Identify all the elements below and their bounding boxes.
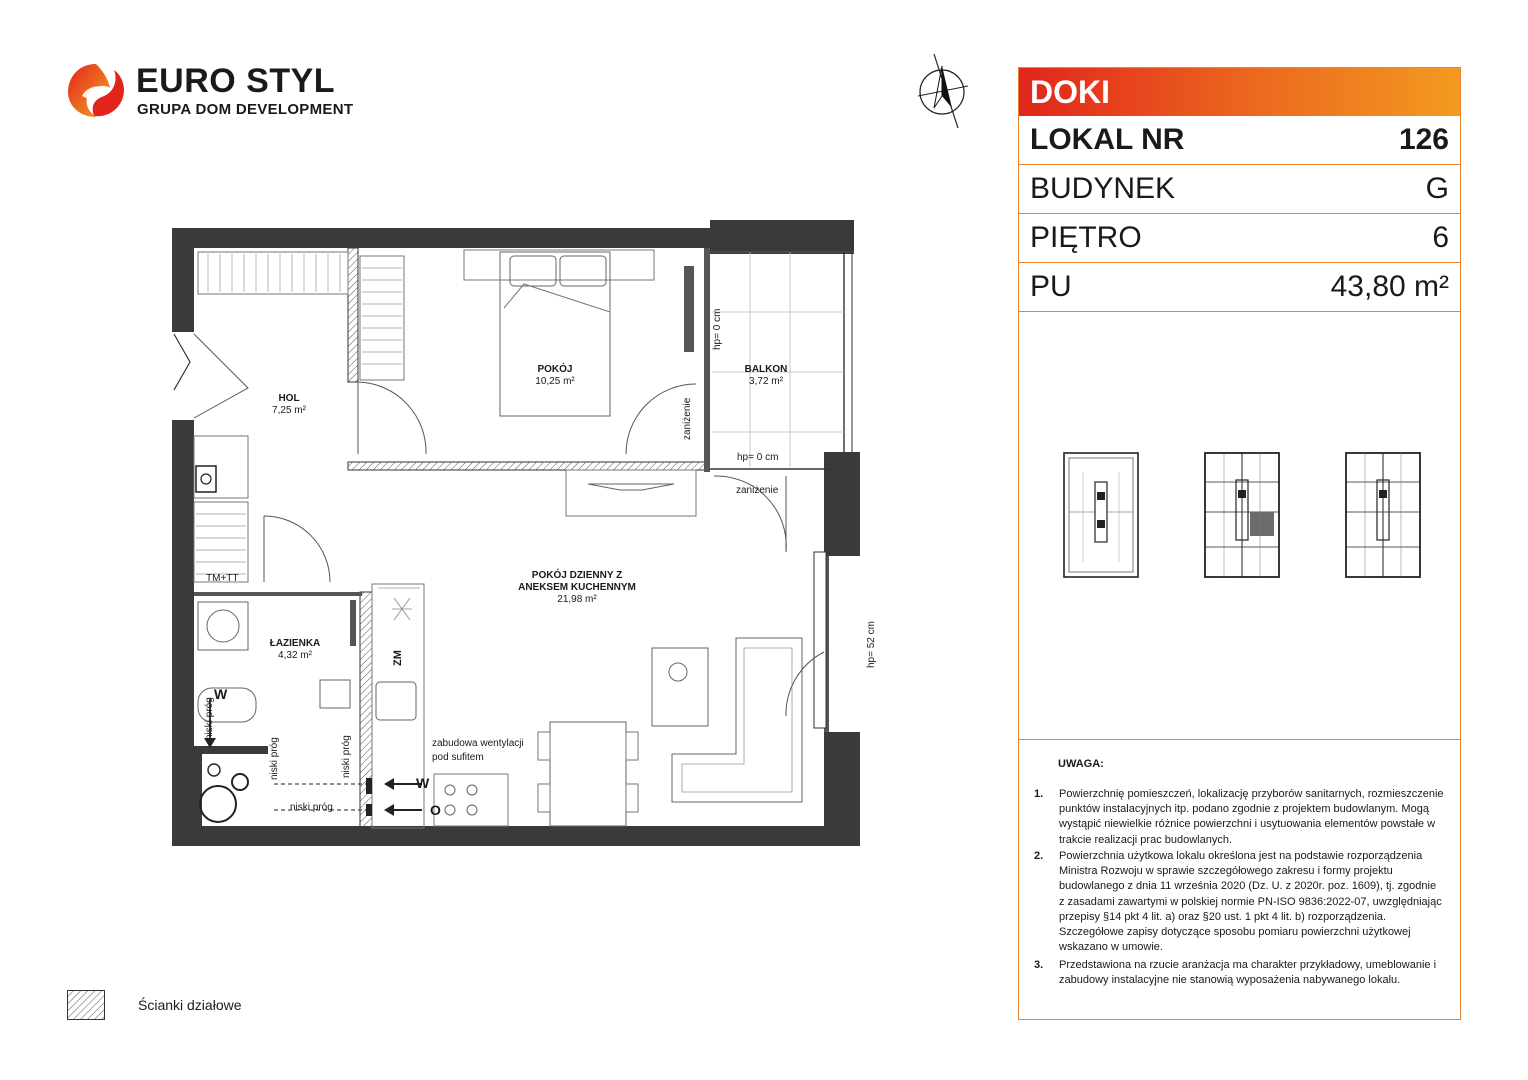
unit-number-label: LOKAL NR [1030,123,1185,156]
note-1-number: 1. [1034,788,1044,800]
area-value: 43,80 m² [1330,270,1449,303]
project-header: DOKI [1019,68,1460,116]
lowering-label-horizontal: zaniżenie [736,485,779,496]
north-arrow-icon [917,53,969,129]
water-mark-label-2: W [416,775,430,791]
brand-name: EURO STYL [136,62,336,100]
room-bedroom-area: 10,25 m² [535,376,575,387]
room-living-name-2: ANEKSEM KUCHENNYM [518,582,636,593]
unit-info-panel: DOKI LOKAL NR 126 BUDYNEK G PIĘTRO 6 PU … [1018,67,1461,1020]
note-2-text: Powierzchnia użytkowa lokalu określona j… [1059,850,1442,954]
building-row: BUDYNEK G [1019,165,1460,214]
hp-window-label: hp= 52 cm [866,621,877,668]
ventilation-label-1: zabudowa wentylacji [432,738,524,749]
low-threshold-label-1: niski próg [204,697,215,740]
building-floorplan-thumb-3 [1345,452,1421,578]
hp-balcony-side-label: hp= 0 cm [712,308,723,350]
note-3-number: 3. [1034,959,1044,971]
zm-mark-label: ZM [392,650,404,666]
floor-plan: HOL 7,25 m² POKÓJ 10,25 m² BALKON 3,72 m… [164,212,884,862]
note-2-number: 2. [1034,850,1044,862]
room-hall-name: HOL [278,393,300,404]
note-1: 1. Powierzchnię pomieszczeń, lokalizację… [1034,787,1444,848]
room-balcony-name: BALKON [744,364,788,375]
room-bedroom: POKÓJ 10,25 m² [535,364,574,388]
floor-value: 6 [1432,221,1449,254]
building-value: G [1425,172,1449,205]
brand-tagline: GRUPA DOM DEVELOPMENT [137,101,354,118]
building-floorplan-thumb-2 [1204,452,1280,578]
note-3: 3. Przedstawiona na rzucie aranżacja ma … [1034,958,1444,988]
room-living-area: 21,98 m² [557,594,597,605]
area-label: PU [1030,270,1072,303]
room-hall: HOL 7,25 m² [272,393,306,417]
note-1-text: Powierzchnię pomieszczeń, lokalizację pr… [1059,788,1444,846]
room-balcony: BALKON 3,72 m² [745,364,788,388]
o-mark-label: O [430,802,441,818]
notes-title: UWAGA: [1058,758,1104,770]
low-threshold-label-3: niski próg [341,735,352,778]
room-bedroom-name: POKÓJ [537,364,573,375]
tm-tt-label: TM+TT [206,573,239,584]
low-threshold-label-4: niski próg [290,802,333,813]
hp-balcony-bottom-label: hp= 0 cm [737,452,779,463]
partition-walls-legend-icon [67,990,105,1020]
floor-plan-drawing [172,220,860,846]
project-name: DOKI [1030,74,1110,110]
unit-number-value: 126 [1398,123,1449,156]
room-bathroom-area: 4,32 m² [278,650,312,661]
note-3-text: Przedstawiona na rzucie aranżacja ma cha… [1059,959,1437,987]
ventilation-label-2: pod sufitem [432,752,484,763]
lowering-label-vertical: zaniżenie [682,397,693,440]
notes-separator [1019,739,1460,740]
legend-label: Ścianki działowe [138,997,242,1013]
eurostyl-flame-logo-icon [68,64,124,117]
unit-number-row: LOKAL NR 126 [1019,116,1460,165]
building-label: BUDYNEK [1030,172,1176,205]
room-bathroom-name: ŁAZIENKA [269,638,321,649]
floor-row: PIĘTRO 6 [1019,214,1460,263]
room-bathroom: ŁAZIENKA 4,32 m² [270,638,321,662]
area-row: PU 43,80 m² [1019,263,1460,312]
building-floorplan-thumb-1 [1063,452,1139,578]
low-threshold-label-2: niski próg [269,737,280,780]
room-living-name: POKÓJ DZIENNY Z [531,570,623,581]
room-hall-area: 7,25 m² [272,405,306,416]
water-mark-label-1: W [214,686,228,702]
floor-label: PIĘTRO [1030,221,1142,254]
room-living-kitchen: POKÓJ DZIENNY Z ANEKSEM KUCHENNYM 21,98 … [518,570,636,606]
note-2: 2. Powierzchnia użytkowa lokalu określon… [1034,849,1444,955]
room-balcony-area: 3,72 m² [749,376,783,387]
